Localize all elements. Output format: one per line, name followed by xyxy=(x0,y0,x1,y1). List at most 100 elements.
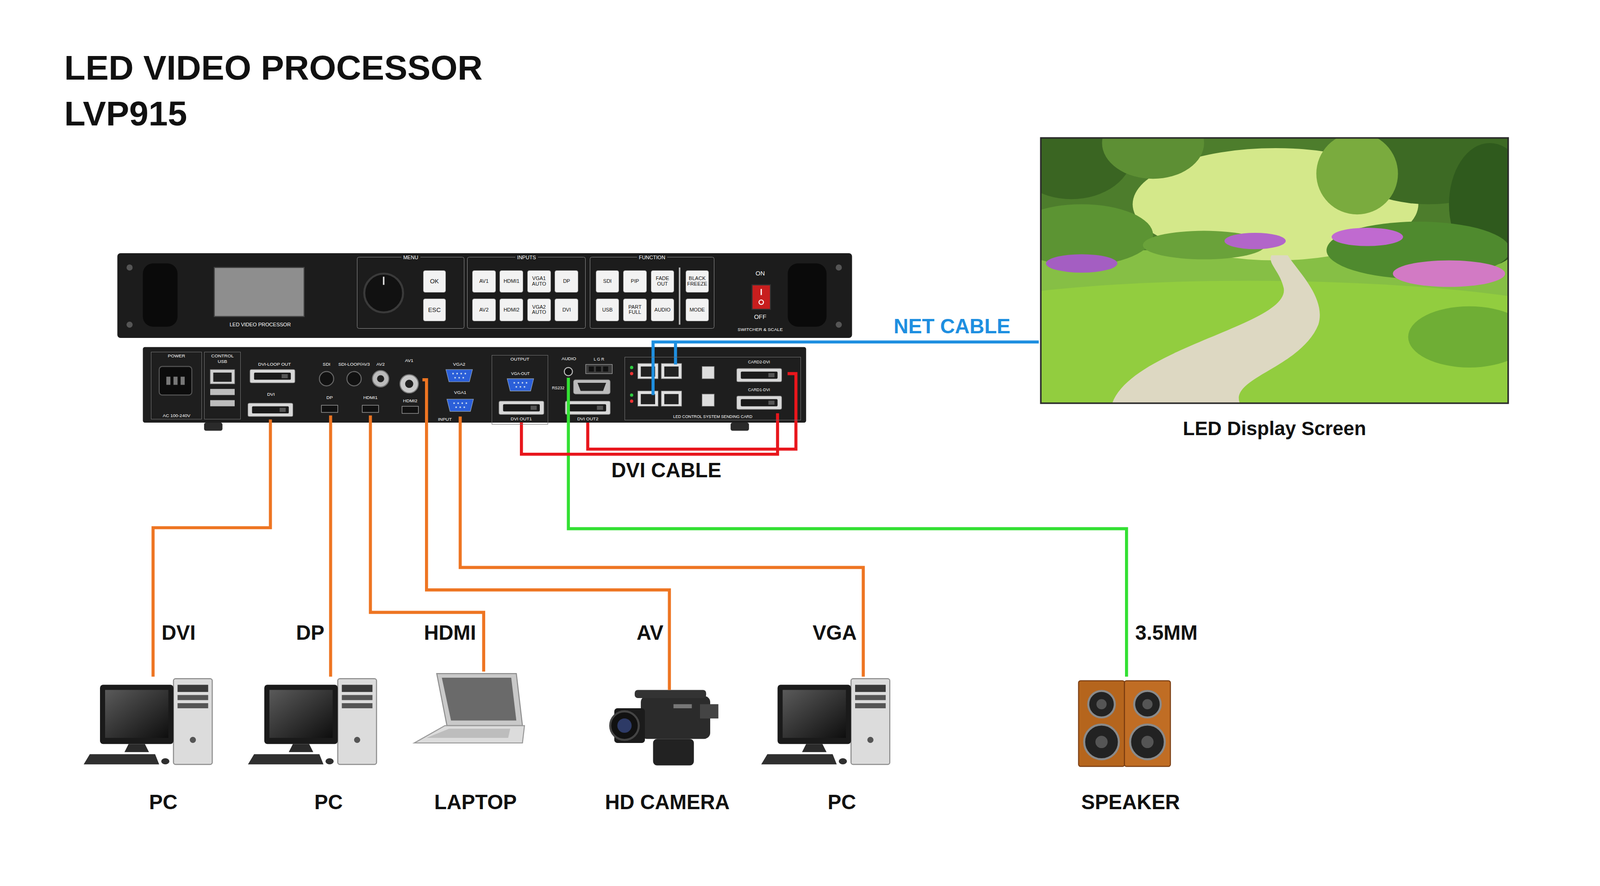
panel-label: SWITCHER & SCALE xyxy=(737,326,783,332)
device-icons xyxy=(1096,699,1107,710)
back-panel xyxy=(565,401,611,415)
back-panel xyxy=(376,375,384,382)
back-panel xyxy=(661,363,682,379)
device-icons xyxy=(653,738,694,766)
panel-button: AV1 xyxy=(472,270,496,293)
device-node: PC xyxy=(96,676,230,820)
panel-label: RS232 xyxy=(551,385,565,390)
back-panel xyxy=(445,369,473,382)
back-panel xyxy=(159,366,193,396)
led-screen-image xyxy=(1224,232,1286,250)
led-screen-image xyxy=(1045,254,1118,273)
device-icons xyxy=(640,696,711,740)
back-panel xyxy=(362,405,379,413)
panel-section-box: DVI OUT1OUTPUT xyxy=(491,355,548,425)
front-panel xyxy=(760,288,763,295)
device-label: PC xyxy=(314,790,343,815)
cable-label: 3.5MM xyxy=(1134,620,1199,645)
panel-group-box: SDIPIPFADE OUTBLACK FREEZEUSBPART FULLAU… xyxy=(589,256,715,329)
led-screen-image xyxy=(1040,137,1508,404)
back-panel xyxy=(166,376,171,386)
panel-label: SDI xyxy=(322,361,331,367)
port-box: DVI OUT1 xyxy=(497,398,545,423)
port-label: CARD2-DVI xyxy=(748,359,771,365)
button-text: MODE xyxy=(689,307,705,313)
button-text: OK xyxy=(430,278,439,285)
device-icons xyxy=(414,725,525,744)
panel-label: AV2 xyxy=(376,361,385,367)
cable-label: DP xyxy=(294,620,326,645)
device-icons xyxy=(634,689,707,699)
back-panel xyxy=(661,391,682,407)
device-label: PC xyxy=(149,790,178,815)
cable-label: AV xyxy=(635,620,665,645)
device-icons xyxy=(248,678,377,765)
panel-label-text: LED VIDEO PROCESSOR xyxy=(229,321,291,328)
panel-label: HDMI2 xyxy=(403,398,418,404)
button-text: BLACK FREEZE xyxy=(686,275,709,287)
back-panel xyxy=(630,365,634,369)
led-screen-image xyxy=(1112,255,1320,404)
front-panel xyxy=(117,253,852,338)
led-screen: LED Display Screen xyxy=(1038,135,1511,441)
front-panel xyxy=(117,253,852,338)
led-screen-image xyxy=(1331,227,1403,247)
front-panel xyxy=(126,321,133,328)
button-text: VGA1 AUTO xyxy=(527,275,551,287)
device-icons xyxy=(1084,724,1119,760)
panel-button: USB xyxy=(595,298,620,321)
back-panel xyxy=(506,378,534,391)
device-node: HD CAMERA xyxy=(595,689,739,820)
group-heading: FUNCTION xyxy=(637,254,668,261)
back-panel xyxy=(210,369,235,384)
panel-button: DVI xyxy=(554,298,579,321)
button-text: AV2 xyxy=(479,307,489,313)
back-panel xyxy=(499,401,544,415)
front-panel xyxy=(143,263,178,327)
panel-section-box: POWERAC 100-240V xyxy=(150,351,202,419)
button-text: AUDIO xyxy=(654,307,671,313)
button-text: FADE OUT xyxy=(651,275,675,287)
device-icons xyxy=(426,728,511,738)
back-panel xyxy=(577,382,607,392)
group-heading: MENU xyxy=(401,254,421,261)
front-panel xyxy=(835,321,842,328)
device-label: PC xyxy=(827,790,857,815)
device-icons xyxy=(673,704,693,709)
panel-button: HDMI2 xyxy=(499,298,524,321)
button-text: PIP xyxy=(631,278,640,285)
panel-label: VGA-OUT xyxy=(511,371,530,376)
button-text: HDMI2 xyxy=(503,307,520,313)
back-panel xyxy=(372,370,389,388)
panel-label-text: HDMI2 xyxy=(403,398,418,404)
device-icons xyxy=(1142,699,1153,710)
back-panel xyxy=(321,405,338,413)
front-panel xyxy=(126,264,133,271)
port-box: DVI xyxy=(243,390,300,420)
port-box: AUDIO xyxy=(556,355,582,378)
port-box: DVI OUT2 xyxy=(564,399,612,423)
front-panel xyxy=(214,267,305,317)
panel-button: OK xyxy=(423,270,446,293)
led-screen-image xyxy=(1101,137,1204,179)
button-text: PART FULL xyxy=(623,304,647,316)
cable-label-text: NET CABLE xyxy=(892,314,1012,339)
back-panel xyxy=(730,422,750,432)
back-panel xyxy=(401,406,419,414)
front-panel xyxy=(382,276,385,286)
panel-label-text: VGA-OUT xyxy=(511,371,530,376)
back-panel xyxy=(630,393,634,397)
back-panel xyxy=(564,367,573,376)
back-panel xyxy=(446,399,474,412)
panel-button: VGA2 AUTO xyxy=(527,298,551,321)
back-panel xyxy=(736,396,782,410)
panel-label-text: AV2 xyxy=(376,361,385,367)
cable-label-text: VGA xyxy=(811,620,858,645)
cable-label-text: DVI xyxy=(160,620,197,645)
back-panel xyxy=(637,391,659,407)
back-panel xyxy=(210,388,235,395)
cable-connector xyxy=(568,377,1127,677)
device-label: LAPTOP xyxy=(434,790,517,815)
section-label: USB xyxy=(217,358,227,364)
